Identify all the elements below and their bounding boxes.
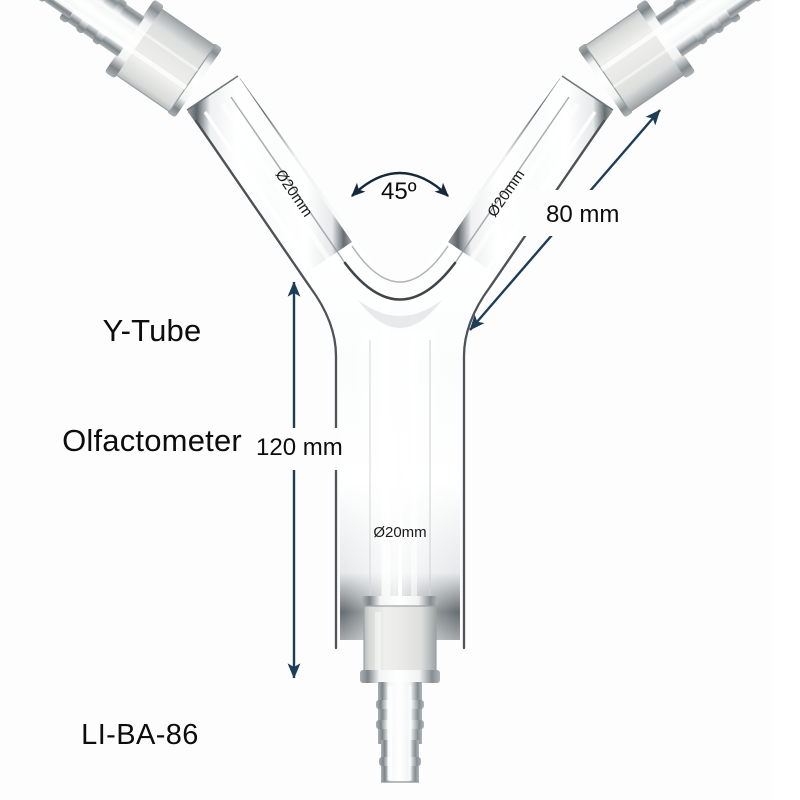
stem-length-dimension bbox=[250, 281, 342, 679]
left-arm-fitting bbox=[37, 0, 222, 117]
title-line-2: Olfactometer bbox=[62, 422, 242, 458]
arm-length-dimension bbox=[469, 109, 661, 331]
stem-fitting bbox=[360, 596, 440, 783]
page-title: Y-Tube Olfactometer bbox=[24, 240, 280, 533]
part-number: LI-BA-86 bbox=[81, 719, 199, 751]
arm-length-label: 80 mm bbox=[546, 201, 620, 228]
left-arm-tube bbox=[186, 75, 352, 288]
angle-label: 45º bbox=[381, 178, 417, 205]
right-arm-fitting bbox=[578, 0, 763, 117]
angle-dimension-arc bbox=[351, 171, 449, 197]
title-line-1: Y-Tube bbox=[102, 313, 202, 349]
stem-length-label: 120 mm bbox=[256, 434, 343, 461]
diameter-label-stem: Ø20mm bbox=[373, 524, 426, 541]
